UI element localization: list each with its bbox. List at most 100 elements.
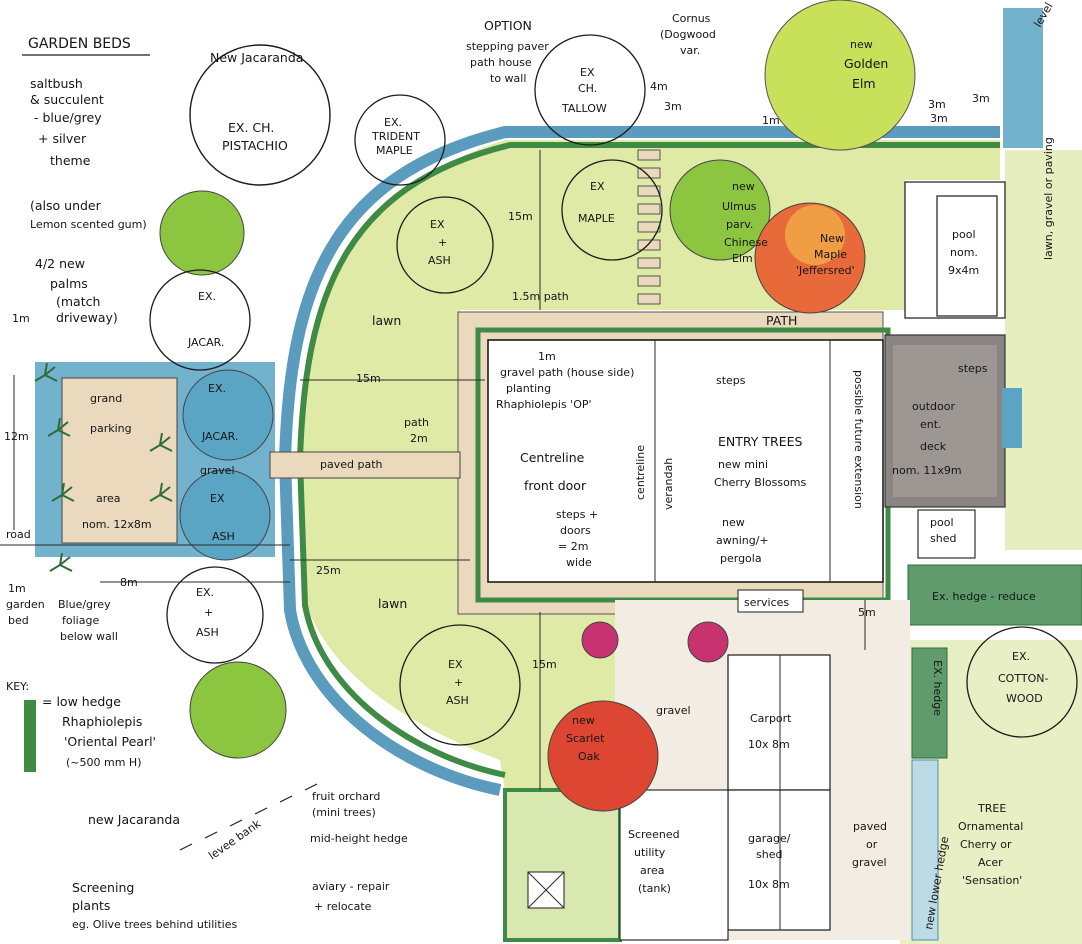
label-ulmus-5: Elm bbox=[732, 252, 753, 265]
tree-ex-jacaranda-outline bbox=[149, 269, 251, 371]
label-screened-3: area bbox=[640, 864, 665, 877]
label-ex-ash-left-2: + bbox=[204, 606, 213, 619]
curved-retaining-wall bbox=[278, 126, 1000, 796]
label-new-maple-2: Maple bbox=[814, 248, 847, 261]
label-path-2m-1: path bbox=[404, 416, 429, 429]
garage-shed bbox=[727, 789, 831, 931]
label-ex-cotton-1: EX. bbox=[1012, 650, 1030, 663]
label-15m-b: 15m bbox=[356, 372, 381, 385]
label-screened-1: Screened bbox=[628, 828, 680, 841]
label-garage-2: shed bbox=[756, 848, 782, 861]
label-screening-3: eg. Olive trees behind utilities bbox=[72, 918, 237, 931]
label-ex-hedge: Ex. hedge - reduce bbox=[932, 590, 1036, 603]
label-golden-elm-3: Elm bbox=[852, 76, 876, 91]
label-services: services bbox=[744, 596, 789, 609]
carport bbox=[727, 654, 831, 791]
label-lawn-2: lawn bbox=[378, 596, 407, 611]
label-also-under: (also under bbox=[30, 198, 102, 213]
label-scarlet-oak-3: Oak bbox=[578, 750, 600, 763]
label-8m: 8m bbox=[120, 576, 138, 589]
label-ex-ch-pistachio-1: EX. CH. bbox=[228, 120, 274, 135]
label-var: var. bbox=[680, 44, 700, 57]
label-blue-grey-foliage-3: below wall bbox=[60, 630, 118, 643]
label-possible-future: possible future extension bbox=[852, 370, 865, 509]
label-outdoor-1: outdoor bbox=[912, 400, 955, 413]
tree-ex-jacaranda-blue-2 bbox=[179, 469, 271, 561]
label-new-maple-3: 'Jeffersred' bbox=[796, 264, 855, 277]
label-ex-ch-pistachio-2: PISTACHIO bbox=[222, 138, 288, 153]
label-ex-ash-2: + bbox=[438, 236, 447, 249]
tree-cherry-1 bbox=[581, 621, 619, 659]
label-outdoor-2: ent. bbox=[920, 418, 942, 431]
label-blue-grey-foliage-1: Blue/grey bbox=[58, 598, 111, 611]
label-gravel-west: gravel bbox=[200, 464, 235, 477]
label-ex-ash-blue-2: ASH bbox=[212, 530, 235, 543]
label-tree-ornamental-3: Cherry or bbox=[960, 838, 1012, 851]
label-new-jacaranda-bottom: new Jacaranda bbox=[88, 812, 180, 827]
label-theme: theme bbox=[50, 153, 91, 168]
stepping-paver-path bbox=[637, 149, 661, 305]
label-lawn-1: lawn bbox=[372, 313, 401, 328]
label-carport-2: 10x 8m bbox=[748, 738, 790, 751]
tree-ex-maple bbox=[561, 159, 663, 261]
label-3m-b: 3m bbox=[928, 98, 946, 111]
tree-new-jacaranda-bottom bbox=[189, 661, 287, 759]
label-steps-doors-2: doors bbox=[560, 524, 591, 537]
label-ex-ash-blue-1: EX bbox=[210, 492, 225, 505]
label-ex-jacar-2: JACAR. bbox=[187, 336, 224, 349]
label-key-rhaph: Rhaphiolepis bbox=[62, 714, 142, 729]
label-grand-4: nom. 12x8m bbox=[82, 518, 152, 531]
tree-lemon-gum bbox=[159, 190, 245, 276]
tree-ex-pistachio bbox=[189, 44, 331, 186]
label-5m: 5m bbox=[858, 606, 876, 619]
label-driveway: driveway) bbox=[56, 310, 118, 325]
tree-ex-tallow bbox=[534, 34, 646, 146]
parking-area bbox=[61, 377, 178, 544]
label-ex-ash-left-3: ASH bbox=[196, 626, 219, 639]
label-palms: palms bbox=[50, 276, 88, 291]
label-ex-tallow-3: TALLOW bbox=[561, 102, 607, 115]
label-lemon-scented: Lemon scented gum) bbox=[30, 218, 147, 231]
label-screening-2: plants bbox=[72, 898, 110, 913]
label-ulmus-3: parv. bbox=[726, 218, 753, 231]
label-grand-3: area bbox=[96, 492, 121, 505]
label-dogwood: (Dogwood bbox=[660, 28, 716, 41]
label-ex-jacar-blue-2: JACAR. bbox=[201, 430, 238, 443]
label-outdoor-4: nom. 11x9m bbox=[892, 464, 962, 477]
label-grand-1: grand bbox=[90, 392, 122, 405]
label-12m: 12m bbox=[4, 430, 29, 443]
label-path-word: PATH bbox=[766, 313, 797, 328]
label-gravel-path-3: Rhaphiolepis 'OP' bbox=[496, 398, 592, 411]
palm-symbols bbox=[34, 362, 173, 572]
label-awning-1: new bbox=[722, 516, 745, 529]
label-succulent: & succulent bbox=[30, 92, 104, 107]
tree-new-ulmus bbox=[669, 159, 771, 261]
label-ex-trident-3: MAPLE bbox=[376, 144, 413, 157]
label-level: level bbox=[1031, 0, 1055, 29]
tree-new-maple bbox=[754, 202, 866, 314]
label-silver: + silver bbox=[38, 131, 87, 146]
tree-ex-cottonwood bbox=[966, 626, 1078, 738]
label-match: (match bbox=[56, 294, 100, 309]
label-tree-ornamental-4: Acer bbox=[978, 856, 1003, 869]
curved-low-hedge bbox=[296, 142, 1000, 778]
label-1m-b: 1m bbox=[762, 114, 780, 127]
label-garage-3: 10x 8m bbox=[748, 878, 790, 891]
label-ex-maple-1: EX bbox=[590, 180, 605, 193]
label-centreline: Centreline bbox=[520, 450, 585, 465]
label-blue-grey: - blue/grey bbox=[34, 110, 102, 125]
tree-new-scarlet-oak bbox=[547, 700, 659, 812]
label-verandah: verandah bbox=[662, 458, 675, 510]
label-ex-cotton-2: COTTON- bbox=[998, 672, 1048, 685]
label-pool-shed-2: shed bbox=[930, 532, 956, 545]
label-path-house: path house bbox=[470, 56, 532, 69]
label-mid-hedge-1: mid-height hedge bbox=[310, 832, 408, 845]
label-pool-2: nom. bbox=[950, 246, 978, 259]
label-mini-cherry-2: Cherry Blossoms bbox=[714, 476, 807, 489]
label-paved-gravel-3: gravel bbox=[852, 856, 887, 869]
label-screening-1: Screening bbox=[72, 880, 134, 895]
label-ex-hedge-vert: EX. hedge bbox=[931, 660, 944, 716]
lawn-east bbox=[1005, 150, 1082, 550]
new-lower-hedge bbox=[911, 759, 939, 941]
